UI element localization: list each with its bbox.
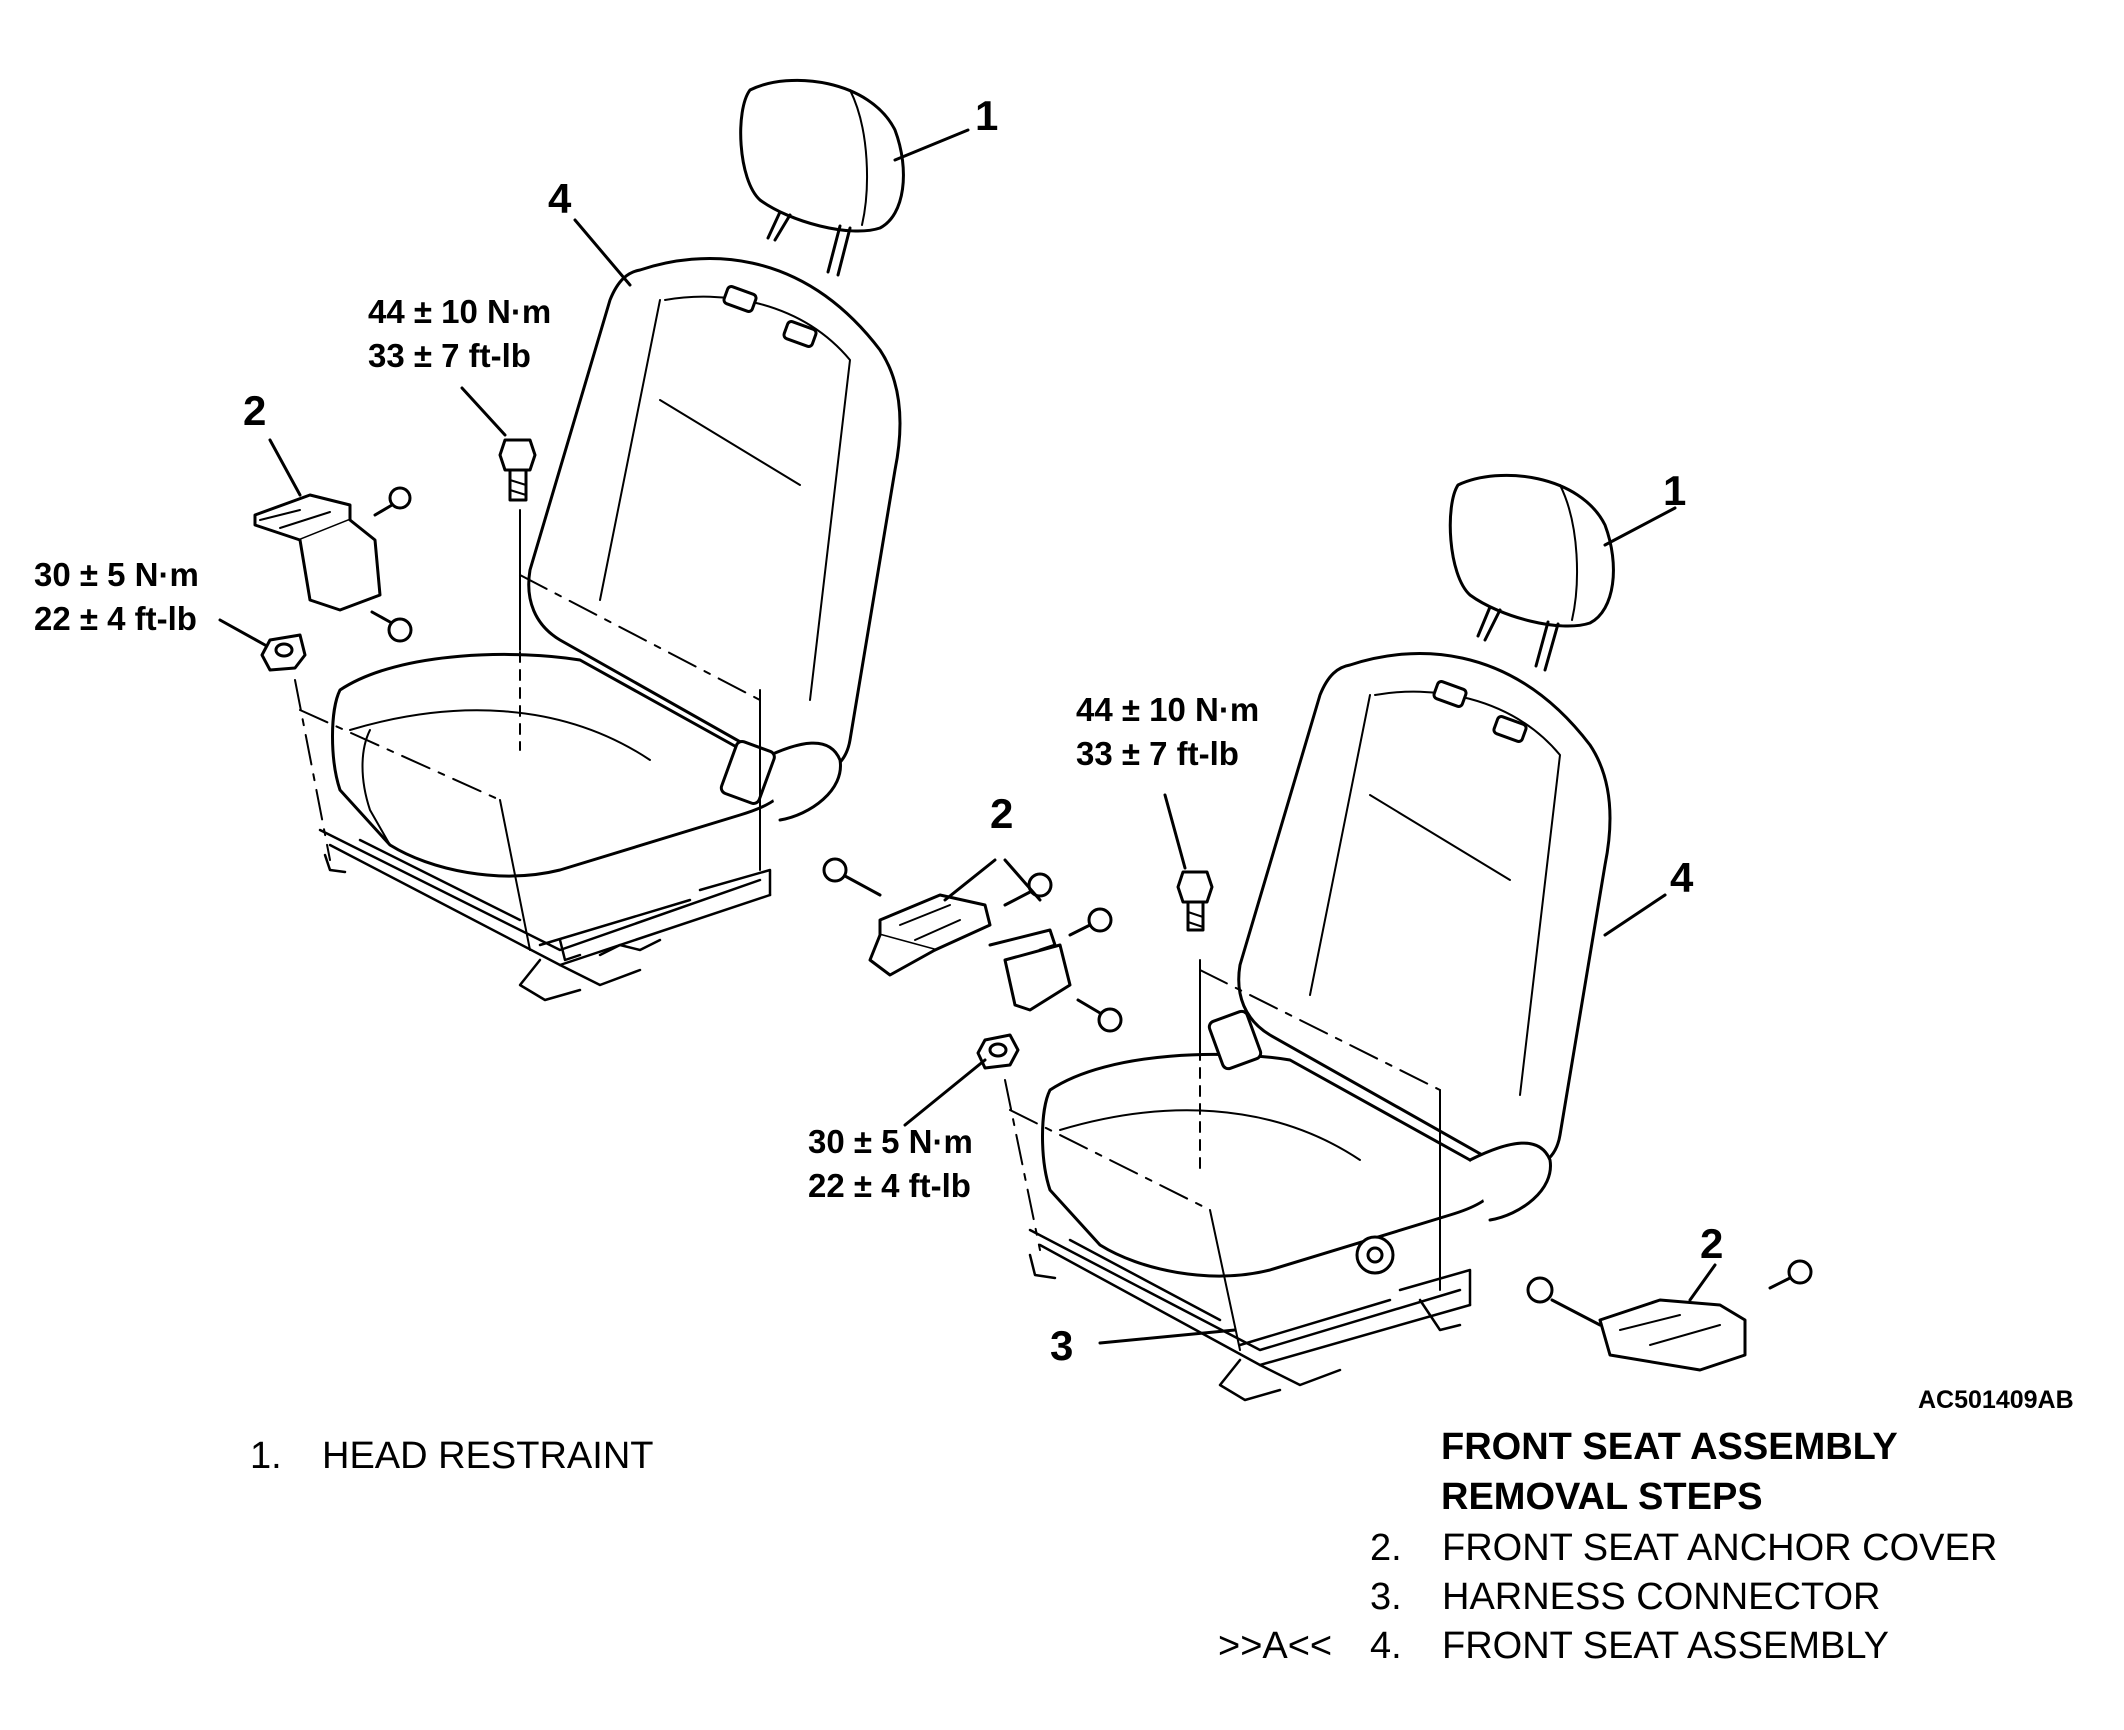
- legend-group-subtitle: REMOVAL STEPS: [1441, 1476, 1763, 1518]
- callout-right-anchor-cover: 2: [1700, 1220, 1724, 1267]
- torque-imperial: 33 ± 7 ft-lb: [368, 337, 531, 374]
- callout-center-anchor-covers: 2: [990, 790, 1014, 837]
- legend-step-seat-assembly-marker: >>A<<: [1218, 1625, 1333, 1667]
- torque-metric: 44 ± 10 N·m: [368, 293, 552, 330]
- legend-label: HEAD RESTRAINT: [322, 1435, 654, 1477]
- left-guide-lines: [294, 509, 761, 951]
- right-seat-cushion: [1041, 1009, 1552, 1278]
- legend-step-seat-assembly: 4. FRONT SEAT ASSEMBLY: [1370, 1627, 1889, 1665]
- callout-left-anchor-cover: 2: [243, 387, 267, 434]
- callout-right-head-restraint: 1: [1663, 467, 1687, 514]
- right-seat-back: [1237, 652, 1612, 1171]
- legend-group-title: FRONT SEAT ASSEMBLY: [1441, 1426, 1898, 1468]
- legend-label: HARNESS CONNECTOR: [1442, 1576, 1881, 1618]
- right-anchor-cover: [1526, 1259, 1813, 1372]
- right-lower-nut: [976, 1033, 1020, 1070]
- left-seat-back: [527, 257, 902, 776]
- left-seat-cushion: [331, 652, 842, 878]
- legend-step-anchor-cover: 2. FRONT SEAT ANCHOR COVER: [1370, 1529, 1997, 1567]
- torque-metric: 44 ± 10 N·m: [1076, 691, 1260, 728]
- right-guide-lines: [1004, 959, 1441, 1351]
- torque-imperial: 33 ± 7 ft-lb: [1076, 735, 1239, 772]
- legend-number: 4.: [1370, 1625, 1402, 1667]
- legend-number: 3.: [1370, 1576, 1402, 1618]
- torque-metric: 30 ± 5 N·m: [808, 1123, 973, 1160]
- torque-imperial: 22 ± 4 ft-lb: [808, 1167, 971, 1204]
- legend-number: 2.: [1370, 1527, 1402, 1569]
- figure-code: AC501409AB: [1918, 1386, 2074, 1414]
- torque-spec-right-lower: 30 ± 5 N·m 22 ± 4 ft-lb: [808, 1120, 973, 1208]
- torque-spec-left-upper: 44 ± 10 N·m 33 ± 7 ft-lb: [368, 290, 551, 378]
- torque-metric: 30 ± 5 N·m: [34, 556, 199, 593]
- left-upper-bolt: [498, 438, 537, 502]
- legend-label: FRONT SEAT ASSEMBLY: [1442, 1625, 1889, 1667]
- callout-left-seat-assembly: 4: [548, 175, 572, 222]
- torque-imperial: 22 ± 4 ft-lb: [34, 600, 197, 637]
- center-anchor-covers: [822, 857, 1123, 1033]
- torque-spec-right-upper: 44 ± 10 N·m 33 ± 7 ft-lb: [1076, 688, 1259, 776]
- left-lower-nut: [260, 633, 307, 672]
- left-anchor-cover: [253, 486, 413, 643]
- callout-harness-connector: 3: [1050, 1322, 1074, 1369]
- callout-right-seat-assembly: 4: [1670, 854, 1694, 901]
- torque-spec-left-lower: 30 ± 5 N·m 22 ± 4 ft-lb: [34, 553, 199, 641]
- legend-number: 1.: [250, 1435, 282, 1477]
- right-upper-bolt: [1176, 870, 1214, 932]
- legend-step-harness-connector: 3. HARNESS CONNECTOR: [1370, 1578, 1880, 1616]
- legend-item-head-restraint: 1. HEAD RESTRAINT: [250, 1437, 653, 1475]
- callout-left-head-restraint: 1: [975, 92, 999, 139]
- left-head-restraint: [739, 78, 905, 277]
- right-seat: [822, 473, 1813, 1402]
- right-seat-rails: [1028, 1228, 1472, 1402]
- right-head-restraint: [1448, 473, 1615, 672]
- left-seat: [218, 78, 970, 1002]
- legend-label: FRONT SEAT ANCHOR COVER: [1442, 1527, 1998, 1569]
- left-seat-rails: [318, 828, 772, 1002]
